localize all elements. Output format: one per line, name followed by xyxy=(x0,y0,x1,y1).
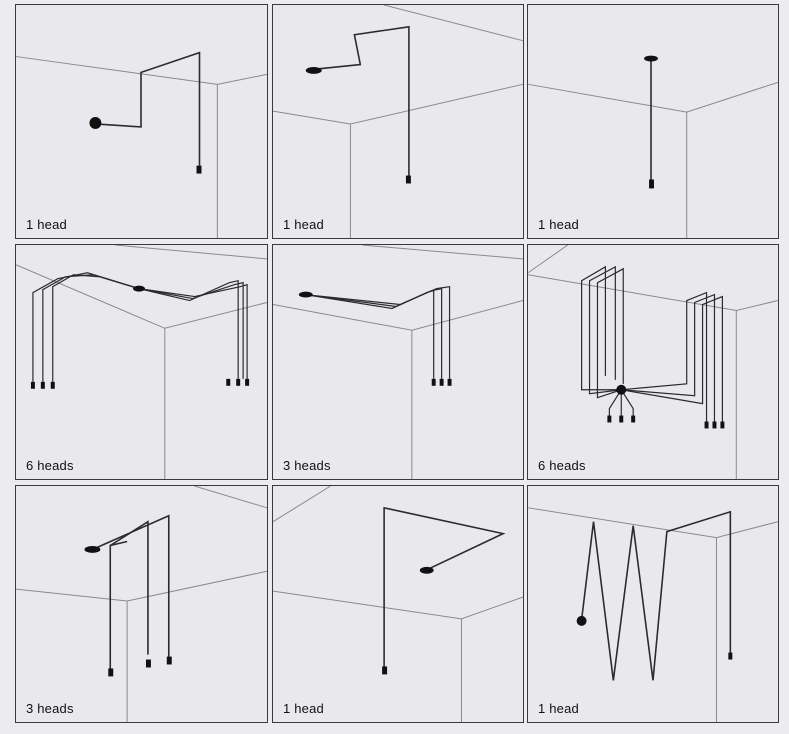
head-count-label: 3 heads xyxy=(283,458,331,473)
panel-6: 6 heads xyxy=(527,244,779,480)
panel-5: 3 heads xyxy=(272,244,524,480)
lamp-illustration xyxy=(16,245,267,479)
lamp-illustration xyxy=(528,55,778,238)
panel-4: 6 heads xyxy=(15,244,268,480)
panel-1: 1 head xyxy=(15,4,268,239)
panel-2: 1 head xyxy=(272,4,524,239)
head-count-label: 1 head xyxy=(283,217,324,232)
lamp-illustration xyxy=(528,507,778,722)
lamp-illustration xyxy=(273,486,523,722)
head-count-label: 1 head xyxy=(538,701,579,716)
head-count-label: 3 heads xyxy=(26,701,74,716)
panel-3: 1 head xyxy=(527,4,779,239)
panel-7: 3 heads xyxy=(15,485,268,723)
head-count-label: 6 heads xyxy=(26,458,74,473)
lamp-illustration xyxy=(273,245,523,479)
lamp-illustration xyxy=(273,5,523,238)
head-count-label: 6 heads xyxy=(538,458,586,473)
head-count-label: 1 head xyxy=(283,701,324,716)
head-count-label: 1 head xyxy=(538,217,579,232)
lamp-illustration xyxy=(528,245,778,479)
lamp-illustration xyxy=(16,486,267,722)
panel-8: 1 head xyxy=(272,485,524,723)
lamp-illustration xyxy=(16,51,267,238)
head-count-label: 1 head xyxy=(26,217,67,232)
panel-9: 1 head xyxy=(527,485,779,723)
